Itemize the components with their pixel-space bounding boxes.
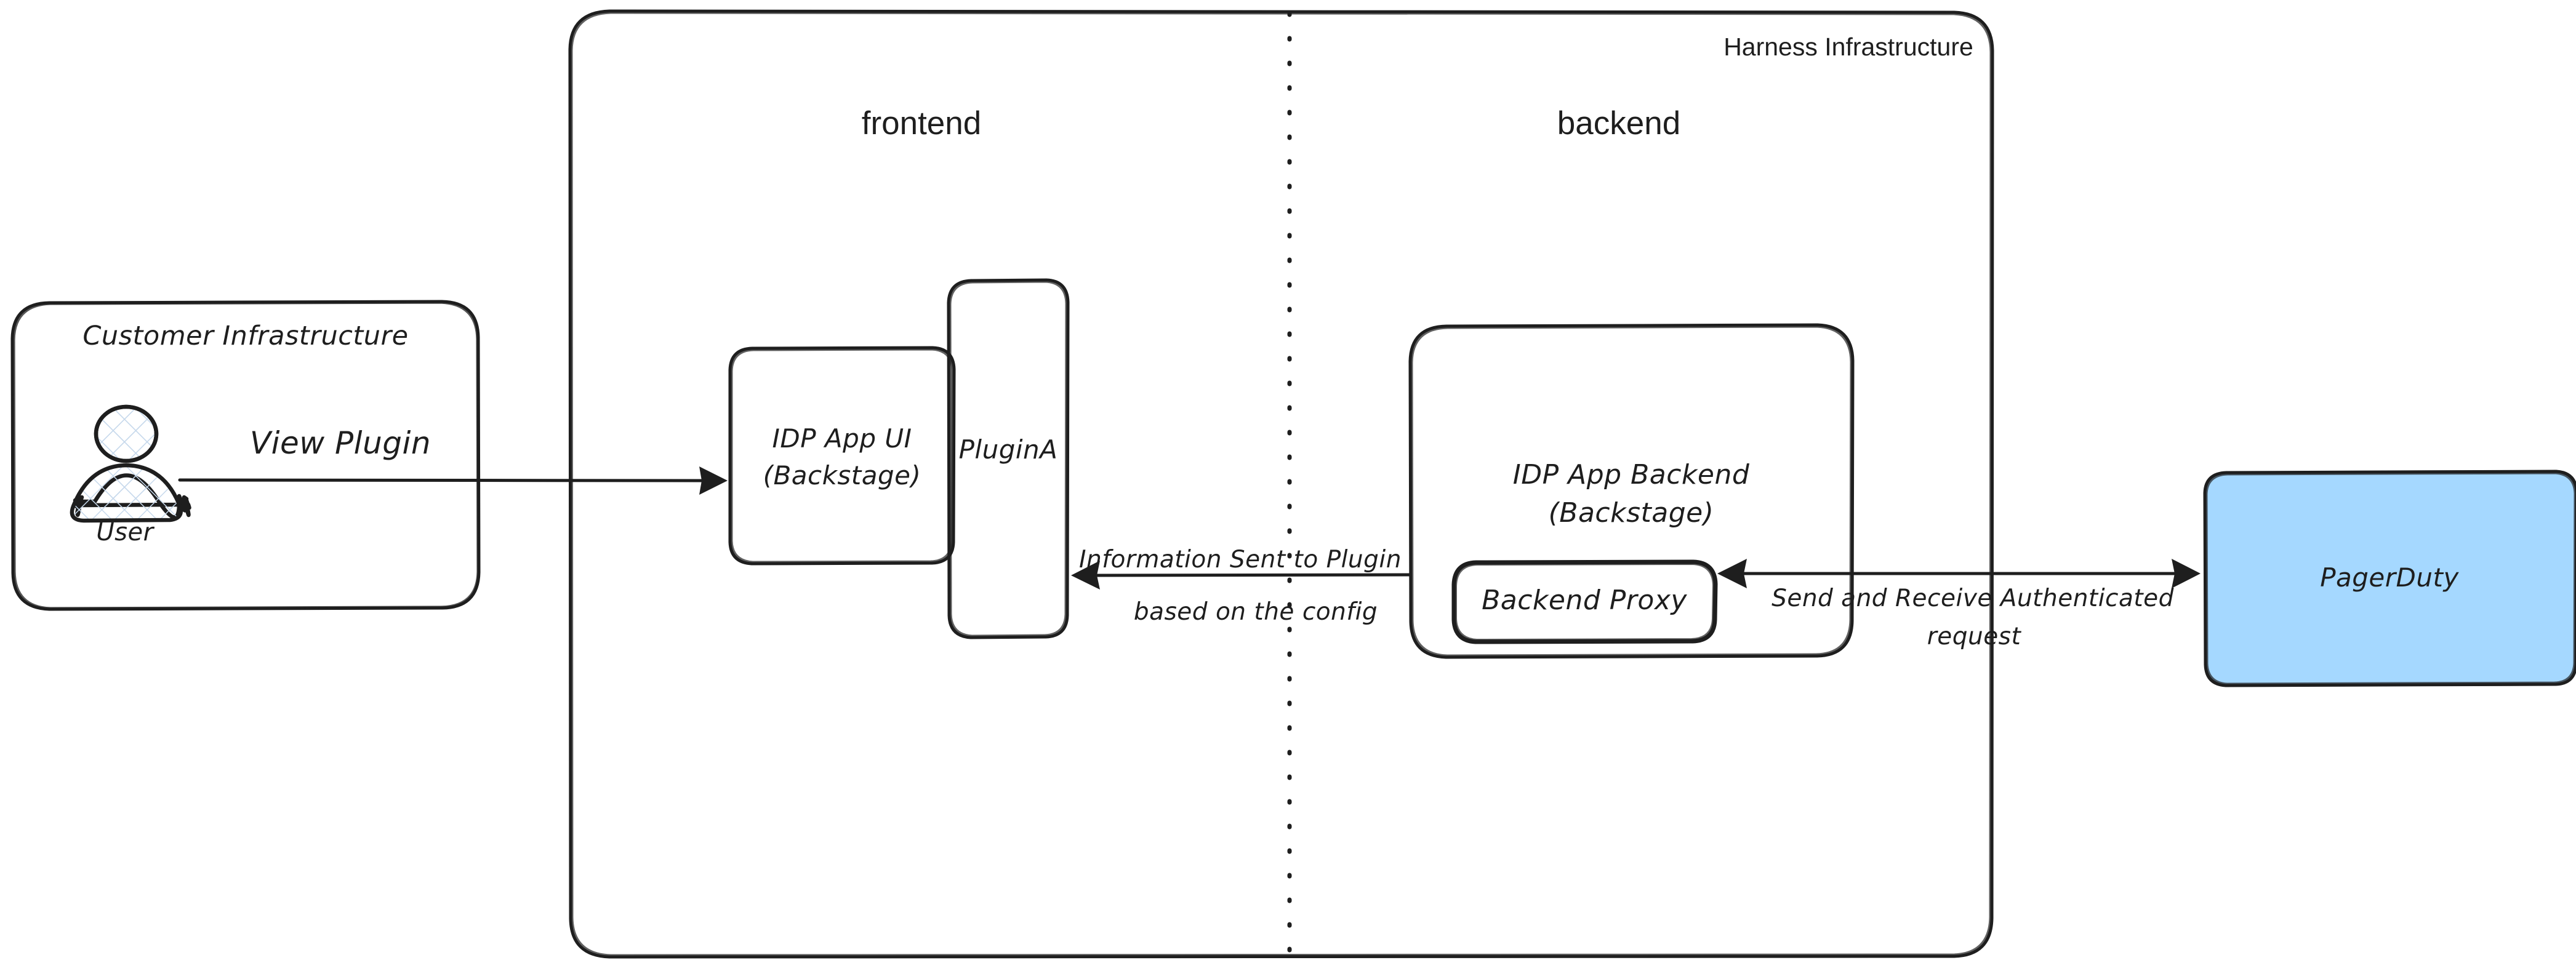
plugin-a-box[interactable] [947,278,1070,639]
backend-zone-label: backend [1557,105,1680,142]
frontend-zone-label: frontend [862,105,981,142]
harness-infrastructure-container[interactable] [568,9,1994,959]
plugin-a-label: PluginA [959,434,1058,465]
view-plugin-label: View Plugin [250,425,431,461]
user-icon [70,404,191,523]
information-sent-arrow [1071,561,1411,590]
harness-infrastructure-label: Harness Infrastructure [1723,33,1973,61]
pagerduty-exchange-label-line1: Send and Receive Authenticated [1772,585,2174,612]
view-plugin-arrow [178,466,728,495]
information-sent-label-line1: Information Sent to Plugin [1079,546,1402,574]
pagerduty-label: PagerDuty [2320,562,2459,593]
idp-app-backend-box[interactable] [1408,323,1855,659]
idp-app-backend-title-line1: IDP App Backend [1513,459,1750,490]
information-sent-label-line2: based on the config [1134,598,1378,626]
idp-app-ui-title-line2: (Backstage) [763,460,921,490]
customer-infrastructure-container[interactable] [10,300,481,611]
pagerduty-box[interactable] [2203,470,2576,687]
pagerduty-exchange-arrow [1717,559,2201,588]
user-label: User [96,518,154,546]
idp-app-ui-title-line1: IDP App UI [772,423,912,454]
idp-app-backend-title-line2: (Backstage) [1549,497,1714,529]
idp-app-ui-box[interactable] [728,346,956,566]
backend-proxy-label: Backend Proxy [1482,585,1687,616]
pagerduty-exchange-label-line2: request [1927,623,2022,650]
customer-infrastructure-label: Customer Infrastructure [82,321,408,351]
backend-proxy-box[interactable] [1451,559,1718,644]
